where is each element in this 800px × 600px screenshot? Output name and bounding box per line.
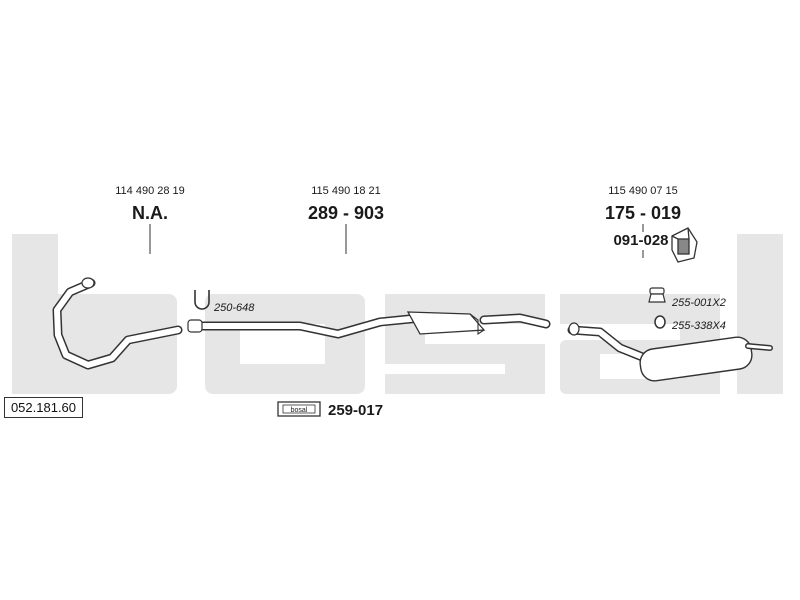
kit-badge: bosal: [277, 401, 321, 417]
rubber-mount-icon: [648, 287, 666, 303]
u-clamp-icon: [194, 290, 210, 310]
oem-number-front: 114 490 28 19: [115, 185, 185, 197]
part-code-rear: 175 - 019: [605, 203, 681, 223]
hanger-bracket-icon: [671, 227, 698, 263]
part-code-middle: 289 - 903: [308, 203, 384, 223]
part-code-front: N.A.: [132, 203, 168, 223]
clamp-code: 250-648: [213, 302, 255, 314]
hanger-code: 091-028: [613, 232, 668, 249]
reference-number: 052.181.60: [4, 397, 83, 418]
oem-number-rear: 115 490 07 15: [608, 185, 678, 197]
ring-icon: [654, 315, 666, 329]
oem-number-middle: 115 490 18 21: [311, 185, 381, 197]
front-pipe: [52, 277, 183, 370]
kit-code: 259-017: [328, 402, 383, 419]
kit-badge-label: bosal: [291, 407, 308, 414]
mount-code: 255-001X2: [671, 297, 726, 309]
watermark-logo: [12, 234, 783, 394]
middle-silencer: [187, 311, 551, 339]
rear-silencer: [567, 322, 773, 382]
ring-code: 255-338X4: [671, 320, 726, 332]
